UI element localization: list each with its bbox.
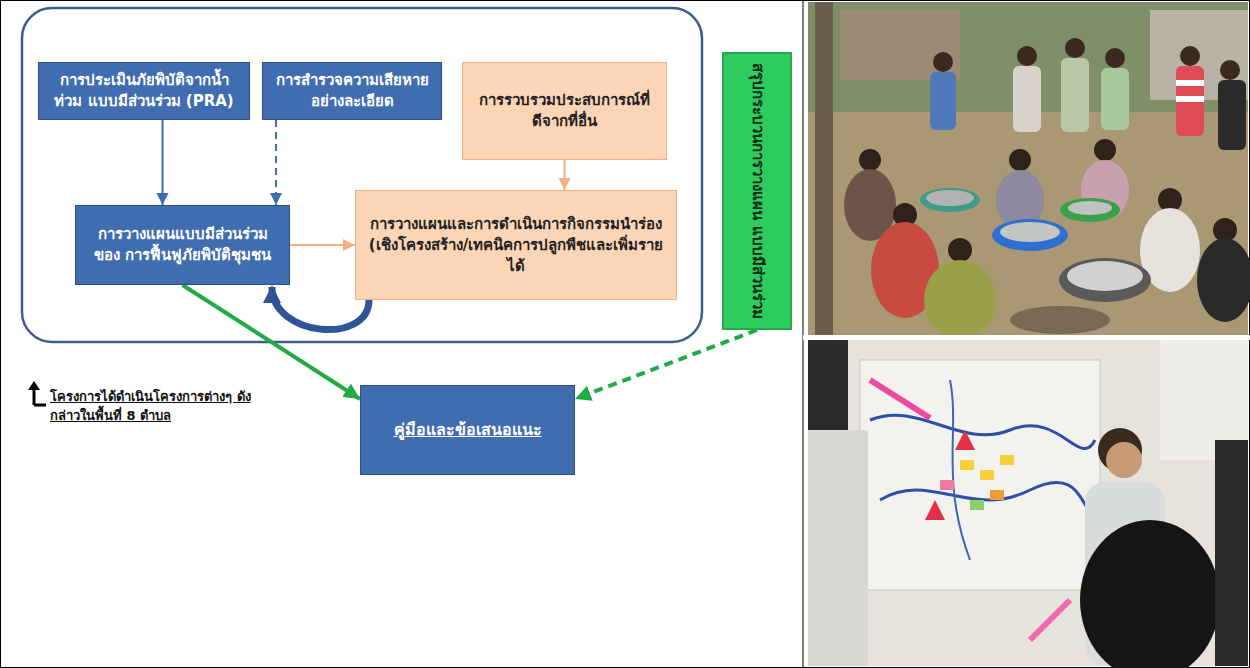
process-box: การวางแผนแบบมีส่วนร่วมของ การฟื้นฟูภัยพิ…: [75, 205, 290, 285]
photo-person-left: [808, 430, 868, 666]
flow-arrow: [290, 244, 355, 246]
photo-mapping-session: [808, 340, 1248, 668]
photo-pink-pointer: [1030, 600, 1070, 640]
photo-person-face: [1106, 442, 1142, 478]
process-box: การสำรวจความเสียหาย อย่างละเอียด: [262, 62, 442, 120]
flow-arrow: [275, 120, 277, 205]
flow-arrow: [183, 285, 361, 399]
group-outline: [22, 8, 702, 342]
photo-separator: [803, 335, 1250, 340]
box-text: การวางแผนและการดำเนินการกิจกรรมนำร่อง (เ…: [365, 214, 667, 277]
table-divider: [803, 0, 804, 668]
photo-post: [815, 2, 833, 335]
box-text: สรุปกระบวนการวางแผน แบบมีส่วนร่วม: [747, 60, 768, 322]
photo-house: [840, 10, 960, 80]
photo-camera: [808, 340, 848, 430]
flow-arrow: [162, 120, 164, 205]
summary-band: สรุปกระบวนการวางแผน แบบมีส่วนร่วม: [722, 52, 792, 330]
process-box: การประเมินภัยพิบัติจากน้ำท่วม แบบมีส่วนร…: [38, 62, 250, 120]
box-text: การรวบรวมประสบการณ์ที่ ดีจากที่อื่น: [472, 90, 657, 132]
photo-map-sheet: [860, 360, 1100, 590]
photo-basins: [920, 188, 1151, 334]
activity-box: การวางแผนและการดำเนินการกิจกรรมนำร่อง (เ…: [355, 190, 677, 300]
photo-map-river: [870, 415, 1095, 448]
photo-fish-sorting: [808, 2, 1250, 340]
flow-arrow: [575, 330, 757, 399]
photo-person-edge: [1215, 440, 1248, 666]
photo-map-stickers: [925, 430, 1014, 520]
input-box: การรวบรวมประสบการณ์ที่ ดีจากที่อื่น: [462, 62, 667, 160]
photo-standing-people: [930, 38, 1246, 150]
box-text: การประเมินภัยพิบัติจากน้ำท่วม แบบมีส่วนร…: [48, 70, 240, 112]
photo-map-river: [880, 482, 1098, 510]
note-label: โครงการได้ดำเนินโครงการต่างๆ ดังกล่าวในพ…: [50, 388, 260, 426]
box-text: การวางแผนแบบมีส่วนร่วมของ การฟื้นฟูภัยพิ…: [85, 224, 280, 266]
bent-arrow-symbol: [34, 388, 46, 405]
photo-pink-pointer: [870, 380, 930, 418]
photo-seated-people: [844, 139, 1250, 340]
photo-person-hair: [1080, 520, 1220, 668]
output-box: คู่มือและข้อเสนอแนะ: [360, 385, 575, 475]
bent-arrow-head: [28, 381, 40, 390]
photo-ground: [808, 2, 1248, 335]
box-text: การสำรวจความเสียหาย อย่างละเอียด: [272, 70, 432, 112]
box-text: คู่มือและข้อเสนอแนะ: [394, 419, 542, 441]
flow-arrow: [564, 160, 566, 190]
